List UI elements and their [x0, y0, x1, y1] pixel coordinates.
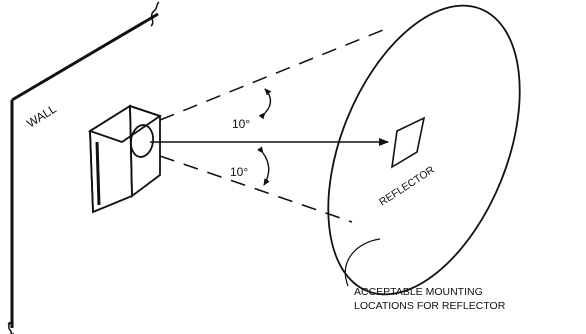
acceptable-mounting-area	[327, 4, 521, 296]
wall-top-edge	[11, 12, 159, 102]
reflector	[390, 116, 426, 169]
lower-angle-arrow	[257, 146, 270, 186]
beam-lower-dashed-line	[159, 155, 353, 223]
upper-angle-label: 10°	[232, 117, 250, 131]
wall	[7, 1, 160, 334]
detector-left-edge	[89, 130, 94, 213]
beam-upper-dashed-line	[159, 27, 389, 121]
detector-shade	[95, 141, 101, 206]
mounting-callout-line2: LOCATIONS FOR REFLECTOR	[354, 300, 506, 312]
wall-label: WALL	[24, 101, 59, 130]
mounting-callout-line1: ACCEPTABLE MOUNTING	[354, 286, 483, 298]
reflector-label: REFLECTOR	[377, 164, 437, 209]
mounting-callout-leader	[344, 238, 381, 287]
detector-lens	[129, 124, 155, 158]
detector-top-face	[87, 105, 163, 143]
lower-angle-label: 10°	[230, 165, 248, 179]
upper-angle-arrow	[258, 88, 272, 120]
wall-break-mark-top	[150, 1, 160, 27]
beam-detector	[87, 104, 163, 214]
